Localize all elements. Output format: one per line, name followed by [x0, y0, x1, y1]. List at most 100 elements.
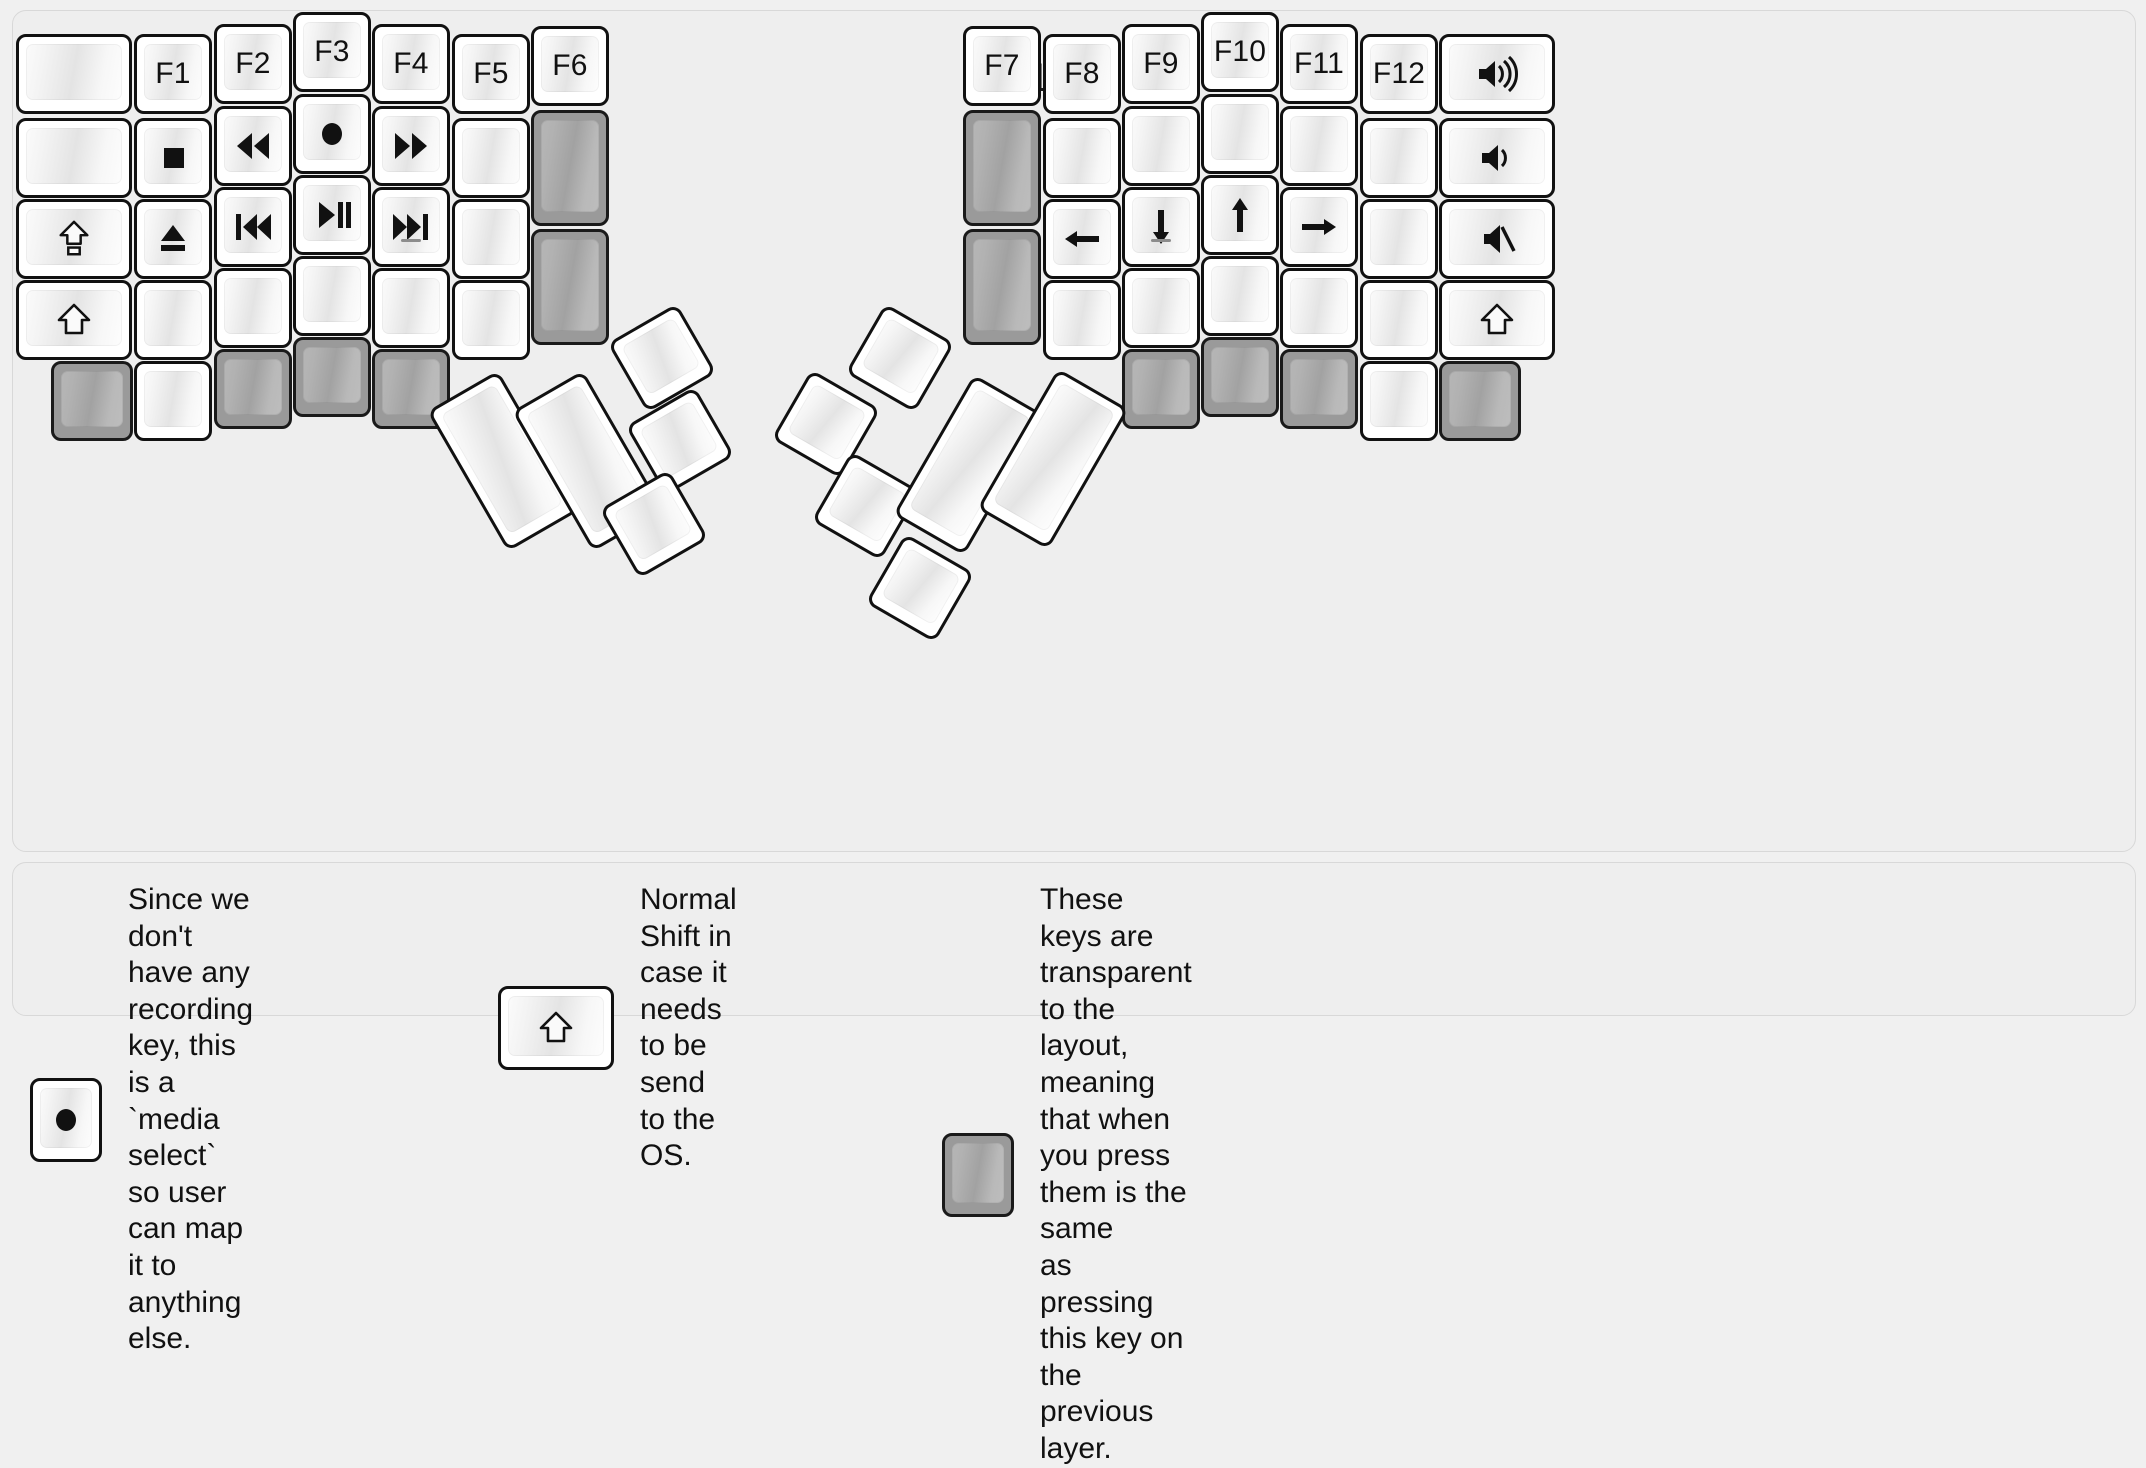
key-r-c1-r2[interactable] — [963, 110, 1041, 226]
key-l-c1-r1[interactable] — [16, 34, 132, 114]
key-r-c5-r1[interactable]: F11 — [1280, 24, 1358, 104]
prev-track-glyph — [230, 207, 276, 247]
key-r-c3-r2[interactable] — [1122, 106, 1200, 186]
key-r-c2-r3[interactable] — [1043, 199, 1121, 279]
key-r-c1-r1[interactable]: F7 — [963, 26, 1041, 106]
keycap-surface — [382, 278, 440, 334]
key-r-c1-r3[interactable] — [963, 229, 1041, 345]
key-l-c4-r1[interactable]: F3 — [293, 12, 371, 92]
keycap-surface — [462, 209, 520, 265]
key-l-c2-r2[interactable] — [134, 118, 212, 198]
key-l-c6-r2[interactable] — [452, 118, 530, 198]
key-r-c3-r3[interactable] — [1122, 187, 1200, 267]
play-pause-icon — [319, 202, 351, 228]
key-r-c5-r2[interactable] — [1280, 106, 1358, 186]
volume-mute-icon — [1484, 225, 1516, 253]
key-r-c7-r4[interactable] — [1439, 280, 1555, 360]
key-label: F7 — [984, 49, 1020, 82]
key-r-c6-r1[interactable]: F12 — [1360, 34, 1438, 114]
volume-up-glyph — [1474, 54, 1520, 94]
legend-record-description: Since we don't have any recording key, t… — [128, 883, 254, 1356]
keycap-surface — [61, 371, 123, 427]
legend-shift-description: Normal Shift in case it needs to be send… — [640, 883, 737, 1173]
keycap-surface — [1290, 34, 1348, 90]
key-l-c5-r2[interactable] — [372, 106, 450, 186]
key-r-c5-r4[interactable] — [1280, 268, 1358, 348]
key-r-c4-r1[interactable]: F10 — [1201, 12, 1279, 92]
key-l-c3-r2[interactable] — [214, 106, 292, 186]
key-r-c2-r2[interactable] — [1043, 118, 1121, 198]
key-r-c6-r4[interactable] — [1360, 280, 1438, 360]
key-r-c7-r2[interactable] — [1439, 118, 1555, 198]
key-r-c2-r1[interactable]: F8 — [1043, 34, 1121, 114]
key-label: F4 — [393, 47, 429, 80]
media-stop-icon — [164, 148, 184, 168]
key-r-c5-r5[interactable] — [1280, 349, 1358, 429]
key-l-c4-r5[interactable] — [293, 337, 371, 417]
key-l-c6-r3[interactable] — [452, 199, 530, 279]
key-l-c3-r1[interactable]: F2 — [214, 24, 292, 104]
key-r-c2-r4[interactable] — [1043, 280, 1121, 360]
keycap-surface — [973, 120, 1031, 212]
key-l-c2-r5[interactable] — [134, 361, 212, 441]
key-l-c5-r1[interactable]: F4 — [372, 24, 450, 104]
keycap-surface — [1053, 290, 1111, 346]
key-l-c3-r4[interactable] — [214, 268, 292, 348]
key-l-c3-r5[interactable] — [214, 349, 292, 429]
key-l-c6-r1[interactable]: F5 — [452, 34, 530, 114]
key-r-c4-r4[interactable] — [1201, 256, 1279, 336]
key-l-c1-r5[interactable] — [51, 361, 133, 441]
keycap-surface — [26, 128, 122, 184]
key-r-c7-r1[interactable] — [1439, 34, 1555, 114]
shift-icon — [1480, 303, 1514, 335]
key-r-c4-r3[interactable] — [1201, 175, 1279, 255]
legend-record-swatch — [30, 1077, 102, 1162]
key-r-c6-r3[interactable] — [1360, 199, 1438, 279]
key-r-c6-r2[interactable] — [1360, 118, 1438, 198]
record-glyph — [309, 114, 355, 154]
legend-record: Since we don't have any recording key, t… — [30, 882, 253, 1358]
arrow-left-glyph — [1059, 219, 1105, 259]
keycap-surface — [541, 239, 599, 331]
key-l-c2-r4[interactable] — [134, 280, 212, 360]
key-l-c4-r2[interactable] — [293, 94, 371, 174]
key-r-c7-r3[interactable] — [1439, 199, 1555, 279]
keycap-surface — [1449, 371, 1511, 427]
key-r-c7-r5[interactable] — [1439, 361, 1521, 441]
key-r-c6-r5[interactable] — [1360, 361, 1438, 441]
legend-transparent: These keys are transparent to the layout… — [942, 882, 1192, 1468]
key-r-c5-r3[interactable] — [1280, 187, 1358, 267]
key-r-c3-r5[interactable] — [1122, 349, 1200, 429]
play-pause-glyph — [309, 195, 355, 235]
key-l-c2-r1[interactable]: F1 — [134, 34, 212, 114]
key-l-c1-r4[interactable] — [16, 280, 132, 360]
keycap-surface — [1053, 128, 1111, 184]
record-glyph — [43, 1100, 89, 1140]
keycap-surface — [1370, 371, 1428, 427]
key-l-c1-r3[interactable] — [16, 199, 132, 279]
key-l-c7-r3[interactable] — [531, 229, 609, 345]
key-l-c4-r4[interactable] — [293, 256, 371, 336]
key-label: F5 — [473, 57, 509, 90]
key-l-c2-r3[interactable] — [134, 199, 212, 279]
key-l-c5-r4[interactable] — [372, 268, 450, 348]
key-l-c6-r4[interactable] — [452, 280, 530, 360]
key-r-c4-r5[interactable] — [1201, 337, 1279, 417]
key-l-c7-r1[interactable]: F6 — [531, 26, 609, 106]
shift-icon — [57, 303, 91, 335]
keycap-surface — [541, 36, 599, 92]
key-label: F12 — [1372, 57, 1426, 90]
record-icon — [322, 123, 342, 145]
key-r-c4-r2[interactable] — [1201, 94, 1279, 174]
key-label: F3 — [314, 35, 350, 68]
arrow-right-glyph — [1296, 207, 1342, 247]
key-l-c1-r2[interactable] — [16, 118, 132, 198]
key-l-c5-r3[interactable] — [372, 187, 450, 267]
key-l-c4-r3[interactable] — [293, 175, 371, 255]
shift-glyph — [533, 1008, 579, 1048]
key-l-c3-r3[interactable] — [214, 187, 292, 267]
key-l-c7-r2[interactable] — [531, 110, 609, 226]
key-r-c3-r4[interactable] — [1122, 268, 1200, 348]
key-label: F1 — [155, 57, 191, 90]
key-r-c3-r1[interactable]: F9 — [1122, 24, 1200, 104]
